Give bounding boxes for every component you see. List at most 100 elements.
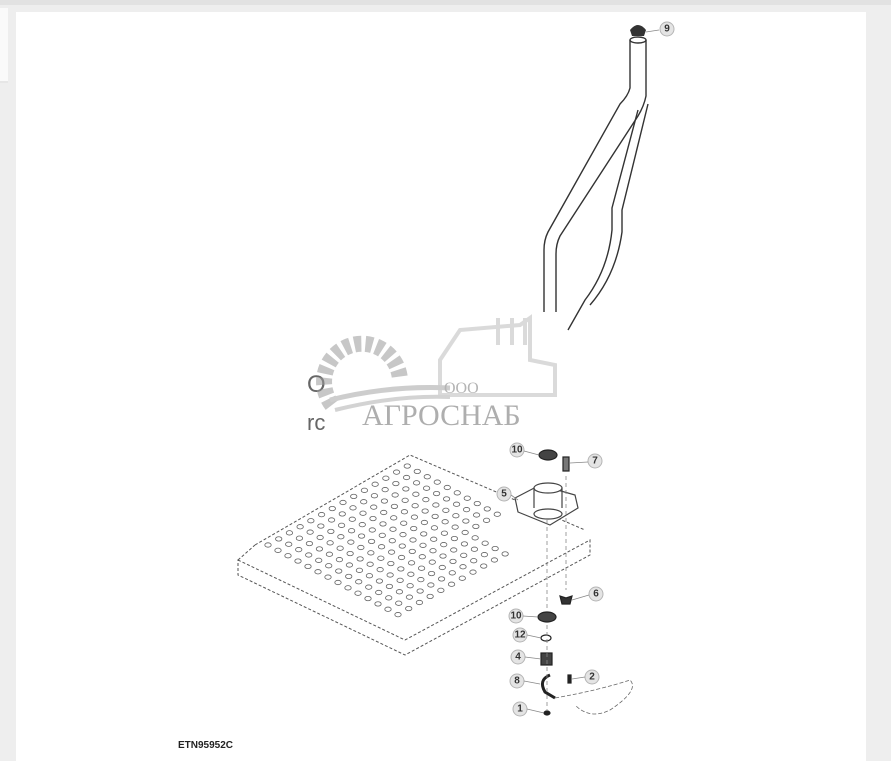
- seat-hole: [294, 558, 302, 564]
- seat-hole: [462, 507, 471, 513]
- gear-icon: [316, 335, 408, 410]
- seat-hole: [403, 463, 411, 469]
- seat-hole: [417, 577, 425, 583]
- seat-hole: [390, 503, 399, 510]
- seat-hole: [328, 505, 336, 512]
- seat-hole: [473, 500, 481, 507]
- seat-hole: [442, 507, 450, 513]
- seat-hole: [317, 523, 325, 529]
- seat-hole: [388, 538, 396, 544]
- seat-hole: [314, 569, 322, 575]
- seat-hole: [324, 574, 332, 580]
- seat-hole: [370, 493, 379, 499]
- seat-hole: [470, 558, 478, 564]
- seat-hole: [449, 558, 457, 565]
- seat-hole: [482, 517, 491, 523]
- seat-hole: [367, 538, 376, 545]
- seat-hole: [394, 612, 402, 618]
- seat-hole: [304, 563, 312, 570]
- seat-hole: [439, 553, 447, 559]
- seat-hole: [385, 583, 394, 590]
- svg-text:8: 8: [514, 676, 520, 687]
- seat-hole: [422, 485, 431, 491]
- seat-hole: [376, 567, 384, 573]
- seat-hole: [428, 559, 436, 565]
- svg-text:1: 1: [517, 704, 523, 715]
- seat-hole: [390, 515, 398, 521]
- seat-hole: [315, 557, 323, 563]
- seat-hole: [366, 561, 374, 567]
- seat-hole: [406, 583, 414, 589]
- seat-hole: [335, 557, 344, 563]
- seat-hole: [399, 532, 407, 538]
- seat-hole: [364, 595, 372, 602]
- watermark-logo: ООО АГРОСНАБ: [316, 314, 557, 432]
- callout-8: 8: [509, 673, 525, 689]
- seat-hole: [334, 579, 342, 586]
- seat-hole: [359, 510, 367, 516]
- seat-hole: [461, 529, 469, 536]
- svg-text:10: 10: [511, 445, 523, 456]
- svg-text:6: 6: [593, 589, 599, 600]
- seat-hole: [419, 542, 427, 548]
- seat-hole: [417, 565, 426, 571]
- seat-hole: [421, 508, 429, 514]
- seat-hole: [412, 480, 421, 486]
- seat-hole: [306, 529, 314, 535]
- seat-hole: [407, 571, 415, 577]
- seat-hole: [440, 530, 449, 536]
- seat-hole: [408, 548, 416, 555]
- seat-hole: [347, 539, 355, 545]
- seat-hole: [460, 552, 468, 558]
- seat-hole: [401, 497, 409, 503]
- seat-hole: [335, 568, 343, 574]
- seat-hole: [285, 541, 293, 547]
- seat-hole: [447, 581, 456, 587]
- seat-hole: [402, 474, 411, 481]
- seat-hole: [427, 570, 436, 577]
- seat-hole: [360, 499, 368, 505]
- seat-hole: [345, 573, 353, 580]
- seat-hole: [370, 504, 378, 510]
- handle-cap: [630, 25, 646, 36]
- combine-harvester-silhouette: [438, 314, 557, 397]
- seat-hole: [493, 511, 501, 517]
- seat-hole: [400, 520, 408, 526]
- seat-hole: [443, 484, 451, 491]
- seat-hole: [483, 506, 491, 512]
- seat-hole: [413, 468, 421, 475]
- seat-hole: [437, 576, 446, 582]
- seat-hole: [432, 490, 441, 497]
- seat-hole: [469, 569, 477, 575]
- svg-text:4: 4: [515, 652, 521, 663]
- background-text-fragment: rc: [307, 410, 326, 435]
- seat-hole: [380, 498, 389, 504]
- callout-6: 6: [588, 586, 604, 602]
- seat-hole: [395, 600, 403, 606]
- seat-hole: [410, 514, 419, 520]
- callout-1: 1: [512, 701, 528, 717]
- svg-text:12: 12: [514, 630, 526, 641]
- seat-hole: [450, 535, 459, 542]
- seat-hole: [462, 518, 470, 524]
- seat-hole: [354, 590, 362, 596]
- seat-hole: [274, 547, 282, 553]
- seat-hole: [472, 523, 480, 530]
- seat-hole: [480, 552, 489, 558]
- seat-hole: [365, 573, 374, 579]
- seat-hole: [382, 475, 390, 481]
- seat-hole: [365, 584, 373, 590]
- seat-hole: [416, 588, 424, 594]
- seat-hole: [405, 594, 414, 600]
- seat-hole: [285, 530, 294, 536]
- top-bar: [0, 0, 891, 5]
- seat-hole: [426, 593, 434, 600]
- seat-hole: [397, 566, 405, 572]
- seat-hole: [375, 589, 383, 596]
- seat-hole: [295, 535, 304, 541]
- seat-hole: [427, 582, 435, 588]
- seat-hole: [396, 577, 404, 583]
- seat-hole: [490, 557, 499, 563]
- seat-hole: [374, 601, 382, 607]
- seat-hole: [264, 542, 272, 548]
